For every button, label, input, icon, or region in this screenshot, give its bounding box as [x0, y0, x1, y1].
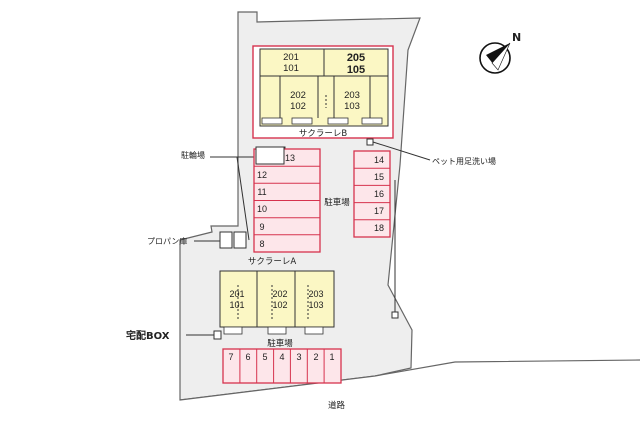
parking-space-5: 5	[262, 352, 267, 362]
parking-space-17: 17	[374, 206, 384, 216]
parking-space-8: 8	[259, 239, 264, 249]
building-a: サクラーレA 201 101 202 102 203 103	[219, 257, 335, 335]
bike-parking-label: 駐輪場	[181, 150, 205, 160]
unit-b-4-upper: 203	[344, 90, 360, 101]
unit-b-1-upper: 201	[283, 52, 299, 63]
unit-a-3-upper: 203	[308, 289, 323, 299]
unit-b-1-lower: 101	[283, 63, 299, 74]
parking-space-15: 15	[374, 172, 384, 182]
parking-space-9: 9	[259, 222, 264, 232]
unit-a-1-upper: 201	[229, 289, 244, 299]
parking-center-label: 駐車場	[324, 197, 350, 208]
pet-wash-marker	[366, 138, 374, 146]
unit-b-2-upper: 205	[347, 52, 365, 64]
pet-wash-station	[391, 311, 399, 319]
parking-left-column: 13 12 11 10 9 8	[253, 148, 321, 253]
parking-bottom-label: 駐車場	[267, 338, 293, 349]
compass-north-arrow-icon: N	[479, 31, 521, 74]
propane-label: プロパン庫	[147, 236, 187, 246]
parking-space-3: 3	[296, 352, 301, 362]
building-b-name: サクラーレB	[299, 129, 348, 139]
parking-space-10: 10	[257, 204, 267, 214]
parking-space-4: 4	[279, 352, 284, 362]
pet-wash-label: ペット用足洗い場	[432, 156, 496, 166]
parking-space-12: 12	[257, 170, 267, 180]
propane-storage	[219, 231, 233, 249]
parking-space-13: 13	[285, 153, 295, 163]
unit-a-1-lower: 101	[229, 300, 244, 310]
building-a-name: サクラーレA	[248, 257, 297, 267]
delivery-box-label: 宅配BOX	[126, 329, 170, 342]
compass-north-label: N	[512, 31, 521, 44]
building-b: 201 101 205 105 202 102 203 103 サクラーレB	[252, 45, 394, 139]
road-label: 道路	[328, 400, 346, 411]
unit-b-2-lower: 105	[347, 64, 365, 76]
parking-space-18: 18	[374, 223, 384, 233]
parking-space-1: 1	[329, 352, 334, 362]
parking-space-2: 2	[313, 352, 318, 362]
unit-b-4-lower: 103	[344, 101, 360, 112]
unit-b-3-upper: 202	[290, 90, 306, 101]
parking-space-14: 14	[374, 155, 384, 165]
road	[180, 360, 640, 426]
parking-right-column: 14 15 16 17 18	[353, 150, 391, 238]
unit-b-3-lower: 102	[290, 101, 306, 112]
parking-space-11: 11	[257, 187, 266, 197]
delivery-box	[213, 330, 222, 340]
parking-space-6: 6	[245, 352, 250, 362]
unit-a-2-lower: 102	[272, 300, 287, 310]
road-edge	[179, 359, 640, 401]
parking-space-7: 7	[228, 352, 233, 362]
parking-bottom-row: 7 6 5 4 3 2 1	[222, 348, 342, 384]
unit-a-3-lower: 103	[308, 300, 323, 310]
unit-a-2-upper: 202	[272, 289, 287, 299]
parking-space-16: 16	[374, 189, 384, 199]
bike-cover	[255, 146, 285, 165]
